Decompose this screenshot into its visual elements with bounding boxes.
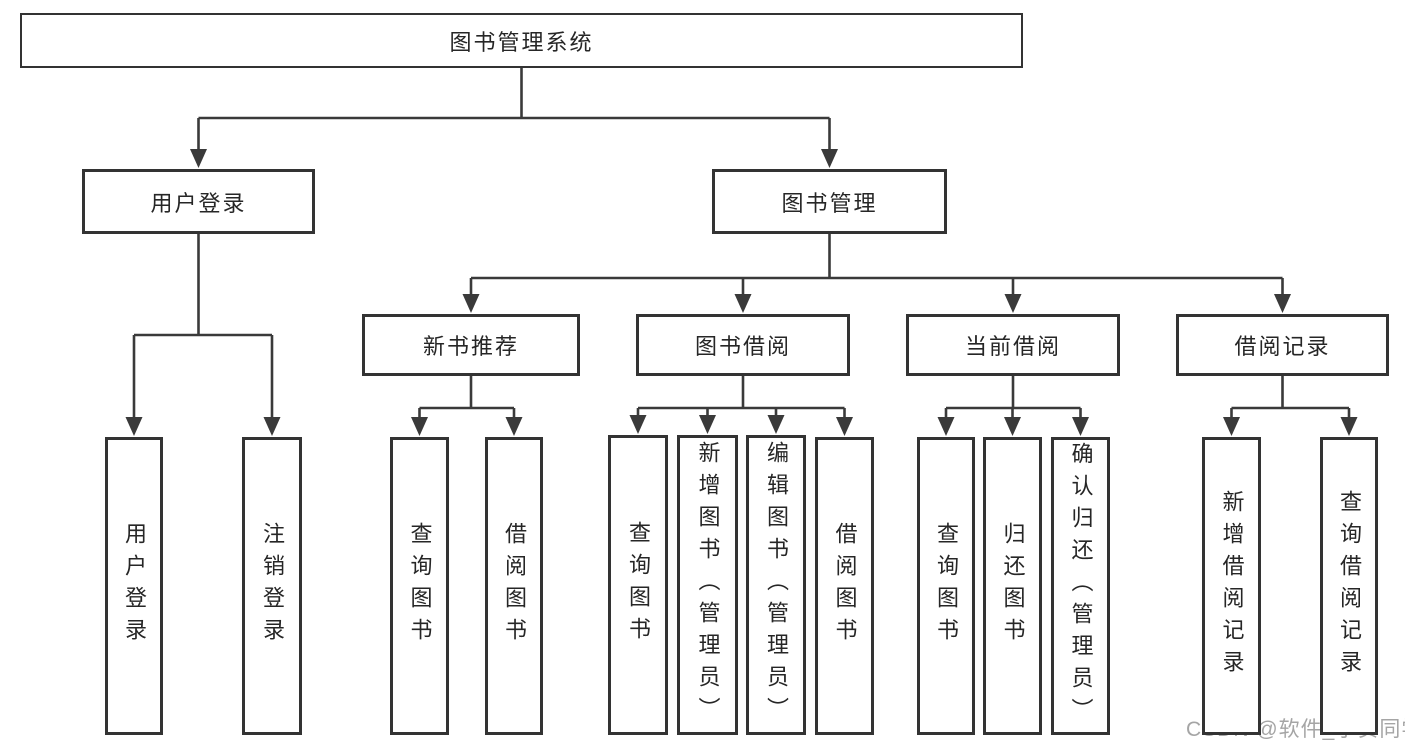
node-label-leaf-query-book-1: 查询图书 — [407, 522, 433, 650]
arrowhead-icon — [263, 417, 281, 436]
node-current-borrow: 当前借阅 — [906, 314, 1120, 376]
node-label-leaf-logout: 注销登录 — [260, 522, 285, 650]
arrowhead-icon — [629, 415, 647, 434]
node-book-mgmt: 图书管理 — [712, 169, 947, 234]
arrowhead-icon — [1340, 417, 1358, 436]
node-root: 图书管理系统 — [20, 13, 1023, 68]
node-label-leaf-edit-book: 编辑图书（管理员） — [764, 441, 789, 729]
node-label-leaf-query-book-2: 查询图书 — [626, 521, 651, 649]
node-label-leaf-query-record: 查询借阅记录 — [1337, 490, 1362, 682]
node-leaf-query-record: 查询借阅记录 — [1320, 437, 1378, 735]
arrowhead-icon — [1072, 417, 1089, 436]
arrowhead-icon — [505, 417, 523, 436]
node-user-login: 用户登录 — [82, 169, 315, 234]
node-new-book-rec: 新书推荐 — [362, 314, 580, 376]
node-label-leaf-query-book-3: 查询图书 — [934, 522, 959, 650]
node-label-book-mgmt: 图书管理 — [781, 190, 878, 216]
node-leaf-borrow-book-1: 借阅图书 — [485, 437, 543, 735]
node-label-user-login: 用户登录 — [150, 190, 247, 216]
arrowhead-icon — [190, 149, 207, 168]
arrowhead-icon — [1004, 417, 1021, 436]
arrowhead-icon — [125, 417, 143, 436]
node-leaf-logout: 注销登录 — [242, 437, 302, 735]
node-leaf-confirm-return: 确认归还（管理员） — [1051, 437, 1110, 735]
arrowhead-icon — [937, 417, 955, 436]
arrowhead-icon — [836, 417, 853, 436]
node-label-book-borrow: 图书借阅 — [694, 334, 791, 359]
arrowhead-icon — [821, 149, 838, 168]
node-leaf-query-book-3: 查询图书 — [917, 437, 975, 735]
arrowhead-icon — [462, 294, 480, 313]
arrowhead-icon — [411, 417, 428, 436]
node-leaf-edit-book: 编辑图书（管理员） — [746, 435, 806, 735]
node-label-leaf-borrow-book-1: 借阅图书 — [502, 522, 527, 650]
node-leaf-query-book-1: 查询图书 — [390, 437, 449, 735]
node-label-current-borrow: 当前借阅 — [964, 334, 1061, 359]
arrowhead-icon — [1274, 294, 1291, 313]
arrowhead-icon — [699, 415, 716, 434]
node-label-leaf-add-record: 新增借阅记录 — [1219, 490, 1245, 682]
node-label-leaf-add-book: 新增图书（管理员） — [695, 441, 721, 729]
arrowhead-icon — [1223, 417, 1240, 436]
node-label-leaf-user-login: 用户登录 — [122, 522, 147, 650]
node-label-new-book-rec: 新书推荐 — [422, 334, 519, 359]
node-label-leaf-confirm-return: 确认归还（管理员） — [1068, 442, 1094, 730]
arrowhead-icon — [767, 415, 785, 434]
node-leaf-add-record: 新增借阅记录 — [1202, 437, 1261, 735]
arrowhead-icon — [1004, 294, 1022, 313]
node-borrow-record: 借阅记录 — [1176, 314, 1389, 376]
node-leaf-add-book: 新增图书（管理员） — [677, 435, 738, 735]
node-leaf-return-book: 归还图书 — [983, 437, 1042, 735]
node-leaf-borrow-book-2: 借阅图书 — [815, 437, 874, 735]
node-book-borrow: 图书借阅 — [636, 314, 850, 376]
node-label-root: 图书管理系统 — [449, 29, 594, 55]
arrowhead-icon — [734, 294, 752, 313]
node-leaf-user-login: 用户登录 — [105, 437, 163, 735]
node-label-borrow-record: 借阅记录 — [1234, 334, 1331, 359]
node-label-leaf-return-book: 归还图书 — [1000, 522, 1026, 650]
node-label-leaf-borrow-book-2: 借阅图书 — [832, 522, 858, 650]
node-leaf-query-book-2: 查询图书 — [608, 435, 668, 735]
